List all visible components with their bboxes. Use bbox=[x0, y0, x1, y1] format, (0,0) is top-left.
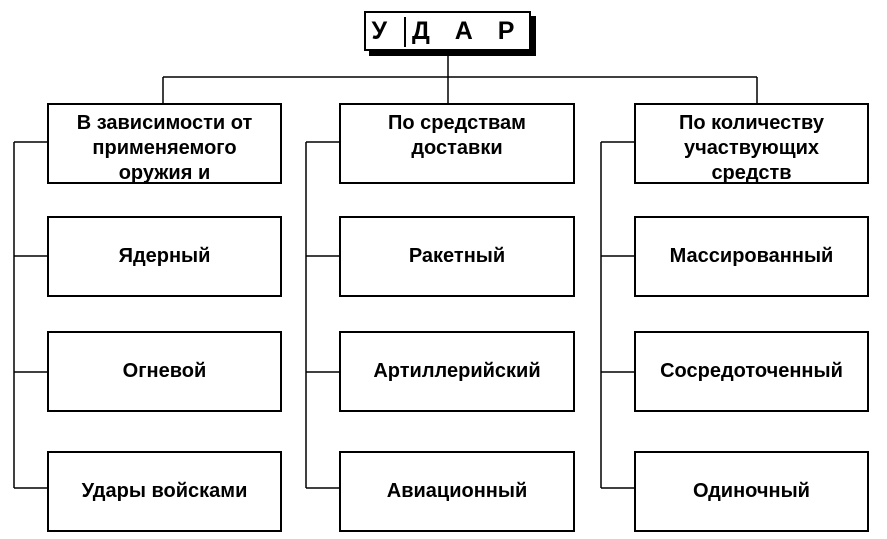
node-label: Авиационный bbox=[386, 480, 528, 502]
category-header-line: По количеству bbox=[679, 112, 824, 134]
root-node: У Д А Р bbox=[364, 11, 531, 51]
category-header-line: применяемого bbox=[92, 137, 237, 159]
node-label: Удары войсками bbox=[81, 480, 248, 502]
node-label: Ядерный bbox=[118, 245, 211, 267]
node-artillery: Артиллерийский bbox=[339, 331, 575, 412]
category-header-line: По средствам bbox=[388, 112, 526, 134]
category-header-delivery: По средствам доставки bbox=[339, 103, 575, 184]
node-label: Огневой bbox=[122, 360, 207, 382]
category-header-line: оружия и bbox=[118, 162, 211, 184]
category-header-line: участвующих bbox=[683, 137, 820, 159]
node-nuclear: Ядерный bbox=[47, 216, 282, 297]
category-header-line: В зависимости от bbox=[76, 112, 253, 134]
node-label: Артиллерийский bbox=[373, 360, 541, 382]
node-label: Сосредоточенный bbox=[660, 360, 843, 382]
node-fire: Огневой bbox=[47, 331, 282, 412]
node-label: Массированный bbox=[669, 245, 834, 267]
node-aviation: Авиационный bbox=[339, 451, 575, 532]
root-label: У Д А Р bbox=[371, 17, 524, 45]
text-cursor bbox=[404, 17, 406, 47]
category-header-weapon: В зависимости от применяемого оружия и bbox=[47, 103, 282, 184]
category-header-quantity: По количеству участвующих средств bbox=[634, 103, 869, 184]
node-single: Одиночный bbox=[634, 451, 869, 532]
node-missile: Ракетный bbox=[339, 216, 575, 297]
node-massed: Массированный bbox=[634, 216, 869, 297]
node-label: Ракетный bbox=[408, 245, 506, 267]
node-label: Одиночный bbox=[693, 480, 810, 502]
node-concentrated: Сосредоточенный bbox=[634, 331, 869, 412]
category-header-line: доставки bbox=[411, 137, 503, 159]
category-header-line: средств bbox=[711, 162, 792, 184]
node-troop-strikes: Удары войсками bbox=[47, 451, 282, 532]
